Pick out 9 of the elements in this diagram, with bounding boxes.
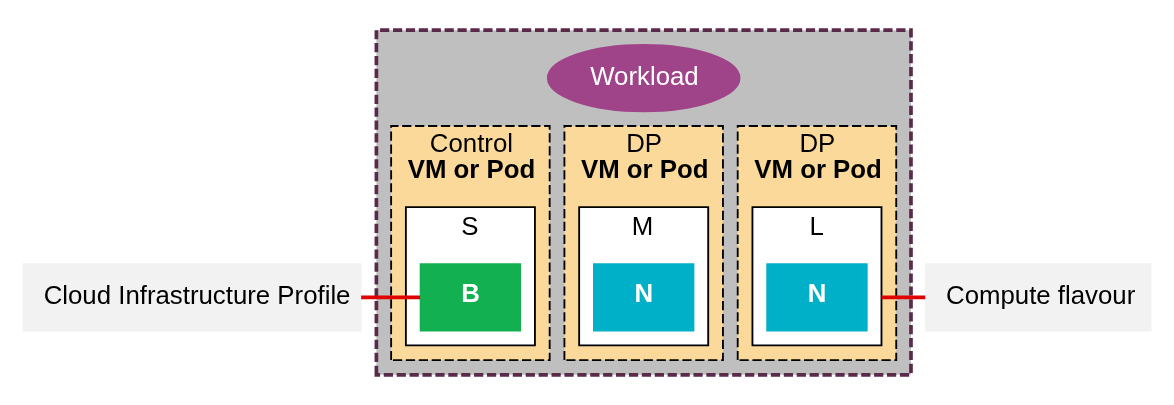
- node-box: N: [766, 263, 868, 332]
- cluster: [374, 28, 913, 377]
- node-box: N: [593, 263, 695, 332]
- connector: [881, 295, 926, 300]
- node-box: Cloud Infrastructure Profile: [22, 263, 362, 332]
- node-box: B: [419, 263, 522, 332]
- node-box: Compute flavour: [924, 263, 1152, 332]
- connector: [361, 295, 421, 300]
- node-ellipse: Workload: [546, 43, 741, 113]
